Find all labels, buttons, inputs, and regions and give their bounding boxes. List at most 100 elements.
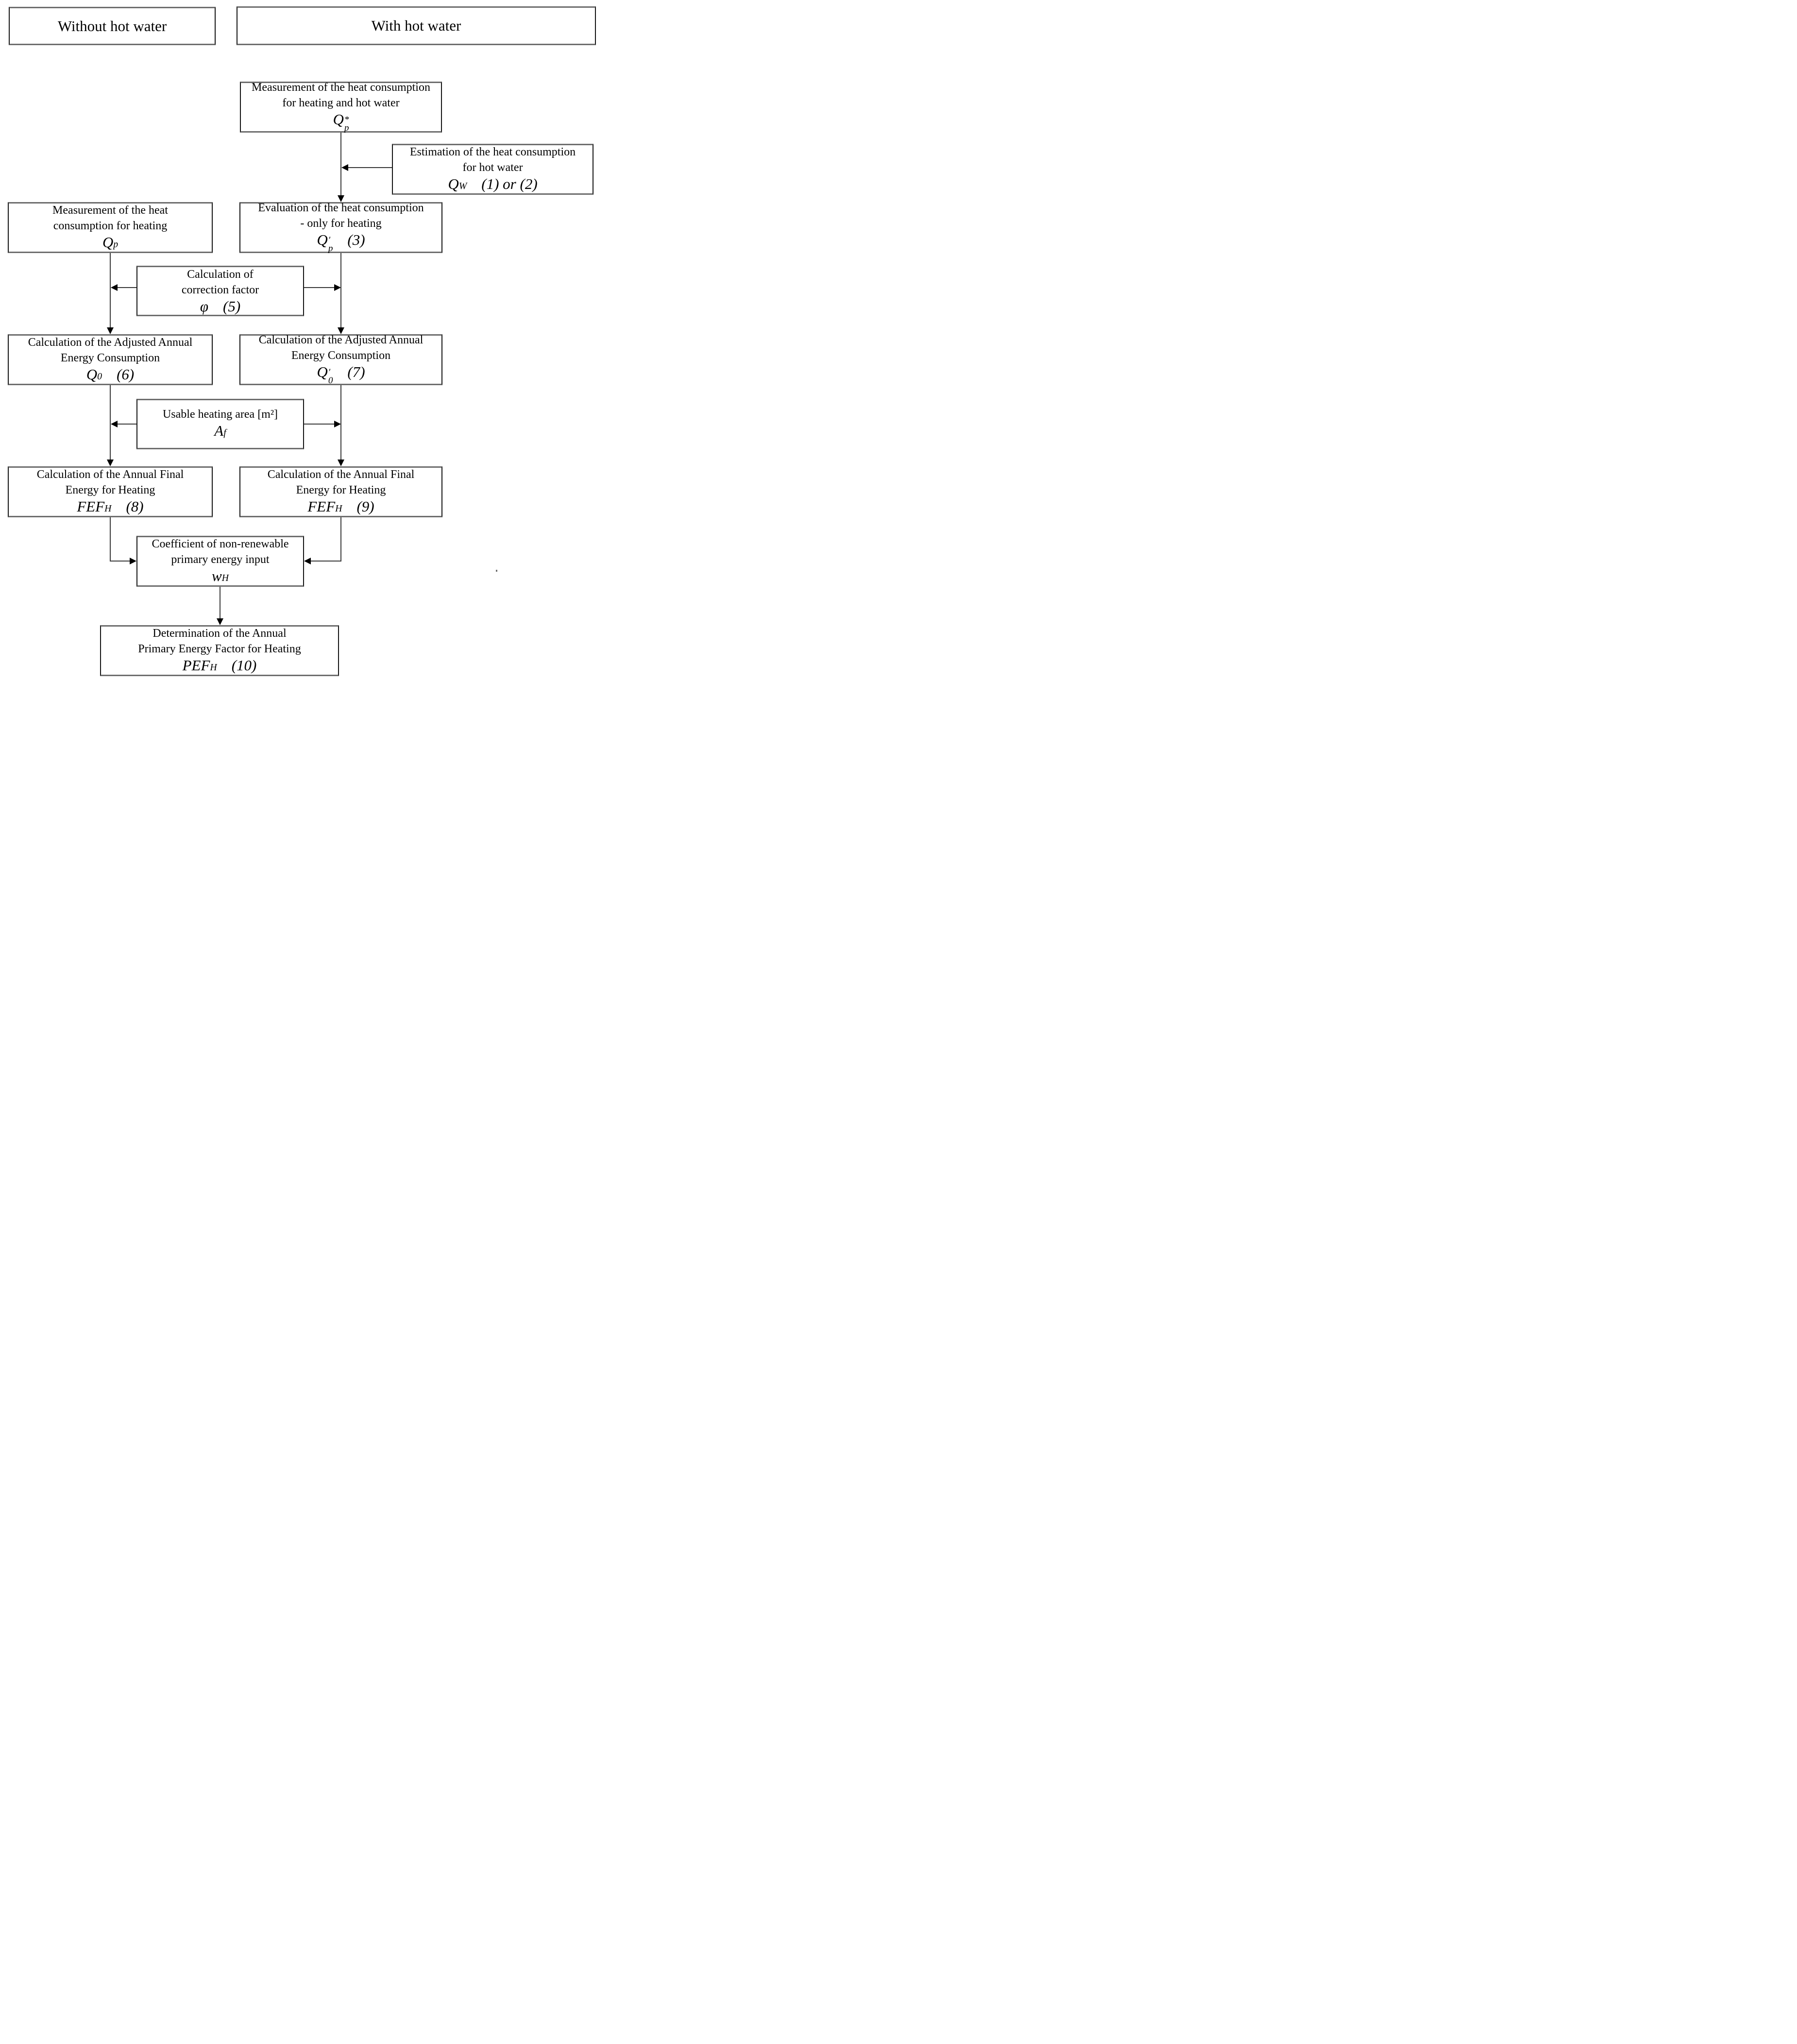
connector-fef-right-across [311,561,341,562]
arrowhead-down-icon [338,460,344,466]
formula-sub: H [221,572,229,583]
arrowhead-down-icon [107,327,114,334]
formula-note: (10) [231,656,257,674]
node-coefficient-primary-energy: Coefficient of non-renewable primary ene… [136,536,304,587]
formula-sub: p [344,123,349,133]
formula-base: FEF [307,497,336,515]
node-adjusted-annual-left: Calculation of the Adjusted Annual Energ… [8,334,213,385]
node-measurement-heating: Measurement of the heat consumption for … [8,202,213,253]
header-with-hot-water: With hot water [237,6,596,45]
formula-supsub: ′p [328,235,333,254]
node-text: Calculation of the Annual Final [267,468,415,481]
node-text: Estimation of the heat consumption [409,145,576,158]
formula-sub: H [335,503,342,514]
arrowhead-left-icon [111,421,118,427]
arrowhead-left-icon [341,164,348,171]
node-text: Determination of the Annual [153,627,287,640]
connector-qpstar-to-evaluation [340,133,341,195]
header-without-hot-water: Without hot water [9,7,216,45]
formula-sub: W [458,180,467,191]
node-correction-factor: Calculation of correction factor φ (5) [136,266,304,316]
node-text: Calculation of the Adjusted Annual [28,336,193,349]
arrowhead-down-icon [338,327,344,334]
formula-sub: p [328,243,333,254]
node-estimation-hot-water: Estimation of the heat consumption for h… [392,144,593,195]
node-text: Coefficient of non-renewable [152,537,289,550]
arrowhead-down-icon [338,195,344,202]
formula-note: (7) [347,363,365,380]
node-text: Energy Consumption [60,351,160,364]
node-formula: Q*p [333,111,349,135]
node-text: Energy for Heating [296,483,386,496]
connector-fef-left-across [110,561,130,562]
connector-fef-left-down [110,517,111,562]
node-text: Energy Consumption [291,349,391,362]
formula-note: (3) [347,231,365,248]
formula-base: A [214,422,224,439]
formula-base: Q [317,363,328,380]
connector-evaluation-to-adjusted-right [340,253,341,327]
formula-note: (5) [223,298,241,315]
formula-sub: f [223,427,226,438]
formula-note: (1) or (2) [481,175,538,192]
node-text: for hot water [462,161,523,174]
connector-area-left [117,424,136,425]
node-formula: Q′0 (7) [317,363,365,388]
node-formula: Q′p (3) [317,231,365,256]
formula-base: Q [86,365,98,383]
formula-base: Q [448,175,459,192]
node-text: consumption for heating [53,219,168,232]
node-text: Calculation of the Annual Final [36,468,184,481]
connector-adjusted-to-fef-left [110,385,111,460]
formula-base: Q [333,110,344,128]
formula-base: PEF [182,656,210,674]
arrowhead-left-icon [111,284,118,291]
node-text: Energy for Heating [65,483,155,496]
formula-base: φ [200,298,208,315]
formula-sub: H [104,503,112,514]
flowchart-canvas: Without hot water With hot water Measure… [0,0,599,681]
node-final-energy-left: Calculation of the Annual Final Energy f… [8,466,213,517]
formula-base: w [211,567,222,584]
connector-phi-right [304,287,334,288]
formula-sub: H [210,662,217,673]
node-determination-pef: Determination of the Annual Primary Ener… [100,625,339,676]
arrowhead-right-icon [130,558,136,564]
node-text: - only for heating [300,217,382,230]
formula-supsub: ′0 [328,367,333,386]
node-text: Calculation of the Adjusted Annual [258,333,424,346]
formula-supsub: *p [344,114,349,133]
stray-dot [496,570,497,572]
node-formula: φ (5) [200,298,240,315]
node-text: Calculation of [187,268,254,281]
node-text: Measurement of the heat [52,204,168,217]
node-measurement-heating-and-hot-water: Measurement of the heat consumption for … [240,81,442,135]
formula-base: FEF [77,497,105,515]
arrowhead-right-icon [334,421,341,427]
node-text: Evaluation of the heat consumption [258,201,424,214]
node-text: for heating and hot water [282,96,400,109]
node-text: primary energy input [171,553,270,566]
formula-base: Q [317,231,328,248]
formula-sub: p [113,238,119,250]
connector-area-right [304,424,334,425]
formula-note: (6) [117,365,135,383]
arrowhead-right-icon [334,284,341,291]
node-final-energy-right: Calculation of the Annual Final Energy f… [239,466,442,517]
node-text: Primary Energy Factor for Heating [138,642,301,655]
formula-sub: 0 [97,371,102,382]
formula-sup: ′ [328,235,331,245]
node-text: Measurement of the heat consumption [252,81,430,94]
formula-note: (8) [126,497,144,515]
header-label: Without hot water [57,17,167,34]
connector-phi-left [117,287,136,288]
formula-sup: * [344,114,349,125]
